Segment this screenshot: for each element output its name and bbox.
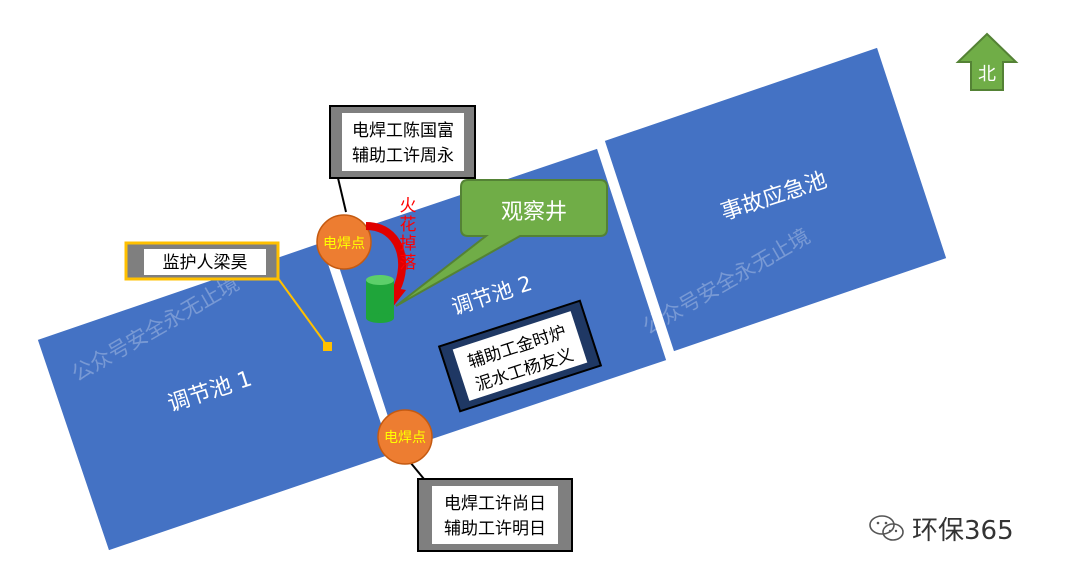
supervisor-marker-bottom (323, 342, 332, 351)
pools-group (34, 44, 950, 554)
worker-box-bottom-line-1: 电焊工许尚日 (444, 494, 546, 514)
north-arrow-icon (955, 32, 1019, 91)
worker-box-top-line-1: 电焊工陈国富 (352, 121, 454, 141)
spark-char: 掉 (400, 234, 417, 254)
worker-box-top-line-2: 辅助工许周永 (352, 146, 454, 166)
brand-label: 环保365 (912, 515, 1014, 546)
spark-arrow (365, 222, 407, 292)
well-body (366, 280, 394, 318)
worker-box-middle-inner (452, 311, 588, 401)
north-arrow: 北 (955, 32, 1019, 91)
emergency-pool-shape (601, 44, 950, 355)
wechat-icon (869, 515, 904, 541)
spark-char: 火 (400, 196, 417, 216)
well-top (366, 275, 394, 285)
supervisor-connector (271, 269, 329, 348)
welding-point-1-label: 电焊点 (323, 236, 365, 252)
spark-char-1: 火花掉落 (400, 196, 417, 273)
welding-point-1 (316, 214, 372, 270)
observation-well (366, 275, 394, 323)
worker-box-top-inner (342, 113, 464, 171)
welding-point-2-label: 电焊点 (384, 430, 426, 446)
well-bottom (366, 313, 394, 323)
worker-box-bottom-line-2: 辅助工许明日 (444, 519, 546, 539)
callout-label: 观察井 (501, 200, 567, 225)
worker-box-bottom-connector (409, 461, 425, 480)
worker-box-top-connector (337, 177, 347, 213)
welding-point-2 (377, 409, 433, 465)
north-label: 北 (978, 64, 996, 85)
worker-box-bottom-inner (432, 486, 558, 544)
callout-bubble (395, 179, 608, 307)
brand-watermark: 环保365 (868, 508, 1014, 548)
spark-char: 落 (400, 253, 417, 273)
supervisor-box-inner (144, 249, 266, 275)
spark-char: 花 (400, 215, 417, 235)
supervisor-label: 监护人梁昊 (163, 253, 248, 273)
